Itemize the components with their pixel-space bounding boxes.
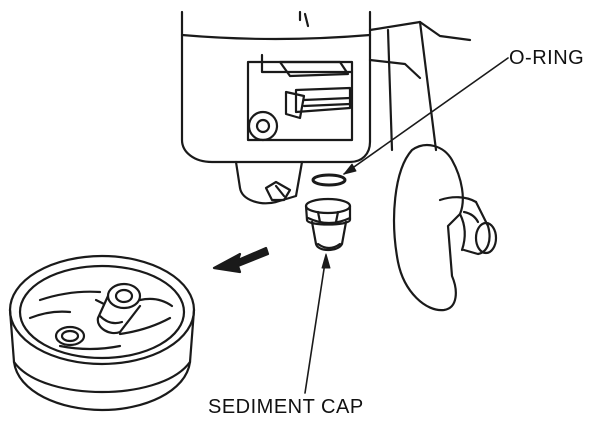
sediment-cap-part [304,197,352,252]
catch-pan [8,254,196,412]
direction-arrow [212,246,270,274]
o-ring-leader-line [343,57,509,175]
o-ring-part [311,173,347,187]
fuel-valve-housing [180,10,472,164]
sediment-cap-leader-line [304,253,331,394]
o-ring-label: O-RING [509,47,585,69]
fuel-bowl [234,160,304,205]
recoil-starter-handle [393,143,498,312]
o-ring-in-pan [54,325,86,347]
cap-in-pan [94,282,142,335]
sediment-cap-label: SEDIMENT CAP [208,396,364,418]
